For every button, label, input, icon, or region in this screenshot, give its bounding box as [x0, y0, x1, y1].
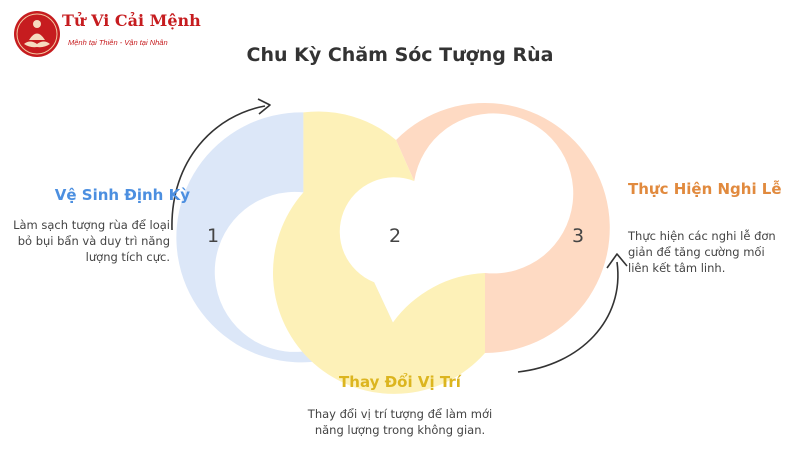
- ring-3: [396, 103, 610, 353]
- top-arrow-head-icon: [257, 98, 271, 115]
- ring-1: [176, 112, 393, 363]
- buddha-lotus-icon: [14, 11, 60, 57]
- step-1-description: Làm sạch tượng rùa để loại bỏ bụi bẩn và…: [13, 218, 170, 264]
- step-1-number: 1: [207, 225, 219, 247]
- top-curved-arrow-icon: [171, 105, 266, 231]
- bottom-arrow-head-icon: [606, 253, 628, 269]
- brand-tagline: Mệnh tại Thiên - Vận tại Nhân: [68, 38, 168, 47]
- diagram-title: Chu Kỳ Chăm Sóc Tượng Rùa: [246, 44, 554, 66]
- ring-2: [272, 111, 485, 394]
- step-2-description: Thay đổi vị trí tượng để làm mới năng lư…: [307, 407, 493, 437]
- step-2-number: 2: [389, 225, 401, 247]
- brand-logo: [12, 9, 212, 59]
- step-2-title: Thay Đổi Vị Trí: [339, 373, 461, 391]
- step-3-title: Thực Hiện Nghi Lễ: [628, 180, 782, 198]
- step-3-description: Thực hiện các nghi lễ đơn giản để tăng c…: [628, 229, 776, 275]
- step-3-number: 3: [572, 225, 584, 247]
- bottom-curved-arrow-icon: [517, 261, 619, 373]
- step-1-title: Vệ Sinh Định Kỳ: [54, 186, 190, 204]
- brand-name: Tử Vi Cải Mệnh: [62, 11, 201, 30]
